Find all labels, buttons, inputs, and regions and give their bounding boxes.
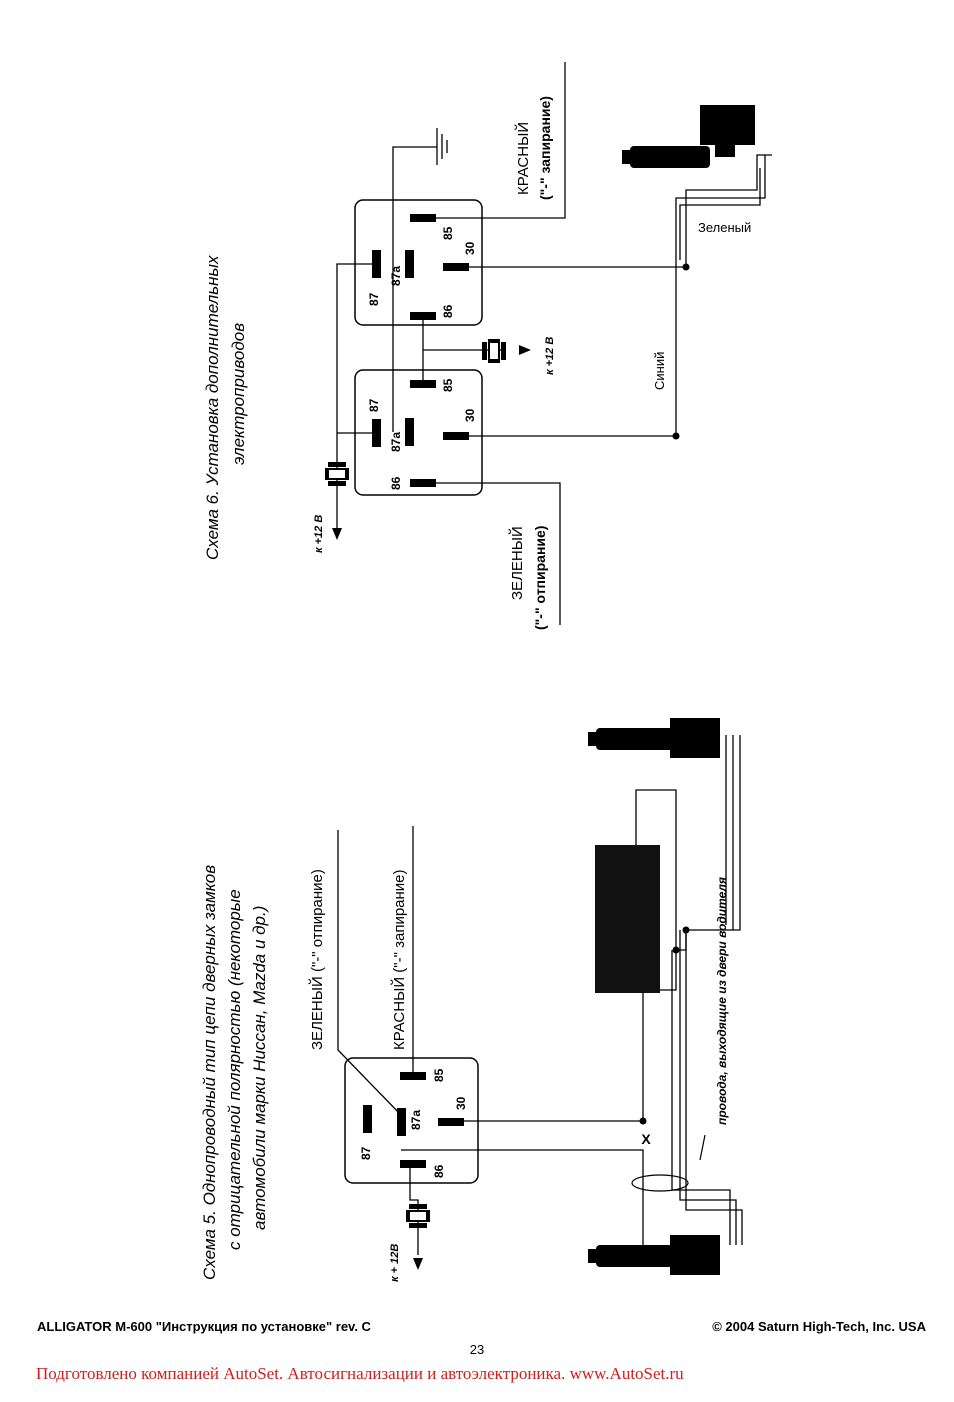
footer-credit-link[interactable]: Подготовлено компанией AutoSet. Автосигн… [36,1364,684,1383]
r6l-pin-87a: 87а [389,432,403,452]
scheme5-title-line3: автомобили марки Ниссан, Mazda и др.) [250,906,269,1230]
r6r-pin-86: 86 [441,304,455,318]
s5-note-arrow [699,1134,706,1161]
scheme-5: Схема 5. Однопроводный тип цепи дверных … [200,718,743,1282]
s5-cut-mark: X [641,1131,651,1147]
relay-s5-pins: 87 87а 85 86 30 [359,1068,468,1178]
scheme6-title: Схема 6. Установка дополнительных электр… [203,255,248,560]
scheme6-title-line2: электроприводов [229,323,248,465]
s5-control-module [595,845,660,993]
r6l-pin-85: 85 [441,378,455,392]
s5-junction-1 [639,1117,647,1125]
s6-arrow-mid [519,345,531,355]
r6l-pin-30: 30 [463,408,477,422]
r6l-pin-86: 86 [389,476,403,490]
s6-blue-wire-label: Синий [652,352,667,390]
s6-junction-1 [672,432,680,440]
s5-fuse [406,1204,430,1228]
s6-fuse-left [325,462,349,486]
s6-red-wire-line2: ("-" запирание) [537,96,553,200]
scheme5-title-line1: Схема 5. Однопроводный тип цепи дверных … [200,865,219,1280]
s5-arrow [413,1258,423,1270]
r5-pin-86: 86 [432,1164,446,1178]
s6-green-color-label: Зеленый [698,220,751,235]
s5-actuator-top [588,718,720,758]
page-number: 23 [469,1342,485,1357]
relay-right-pins: 87 87а 85 86 30 [367,226,477,318]
scheme5-title-line2: с отрицательной полярностью (некоторые [225,889,244,1250]
s6-junction-2 [682,263,690,271]
r5-pin-85: 85 [432,1068,446,1082]
footer-copyright: © 2004 Saturn High-Tech, Inc. USA [712,1319,926,1334]
s5-wires-note: провода, выходящие из двери водителя [715,877,729,1125]
s6-actuator [622,105,755,168]
s6-power-left-label: к +12 В [313,515,325,553]
r5-pin-87a: 87а [409,1110,423,1130]
s5-junction-3 [682,926,690,934]
relay-right-contacts [372,214,469,320]
s6-green-wire-line1: ЗЕЛЕНЫЙ [508,526,526,600]
s5-green-wire-label: ЗЕЛЕНЫЙ ("-" отпирание) [308,869,326,1050]
wiring-diagrams: Схема 6. Установка дополнительных электр… [200,62,772,1282]
footer-manual-title: ALLIGATOR M-600 "Инструкция по установке… [37,1319,371,1334]
r6r-pin-30: 30 [463,241,477,255]
r5-pin-30: 30 [454,1096,468,1110]
r5-pin-87: 87 [359,1146,373,1160]
r6r-pin-87: 87 [367,292,381,306]
s6-power-mid-label: к +12 В [544,337,556,375]
s5-red-wire-label: КРАСНЫЙ ("-" запирание) [390,869,408,1050]
r6l-pin-87: 87 [367,398,381,412]
s5-actuator-bottom [588,1235,720,1275]
s6-arrow-left [332,528,342,540]
r6r-pin-85: 85 [441,226,455,240]
scheme5-title: Схема 5. Однопроводный тип цепи дверных … [200,865,269,1280]
relay-left-pins: 87 87а 85 86 30 [367,378,477,490]
relay-right [354,199,483,326]
s5-wire-bundle [631,1174,689,1192]
s6-green-wire-line2: ("-" отпирание) [532,526,548,630]
s6-red-wire-line1: КРАСНЫЙ [514,122,532,195]
s5-junction-2 [672,946,680,954]
scheme-6: Схема 6. Установка дополнительных электр… [203,62,772,630]
s6-fuse-mid [482,339,506,363]
r6r-pin-87a: 87а [389,266,403,286]
scheme6-title-line1: Схема 6. Установка дополнительных [203,255,222,560]
s5-power-label: к + 12В [389,1244,401,1282]
relay-left-contacts [372,380,469,487]
